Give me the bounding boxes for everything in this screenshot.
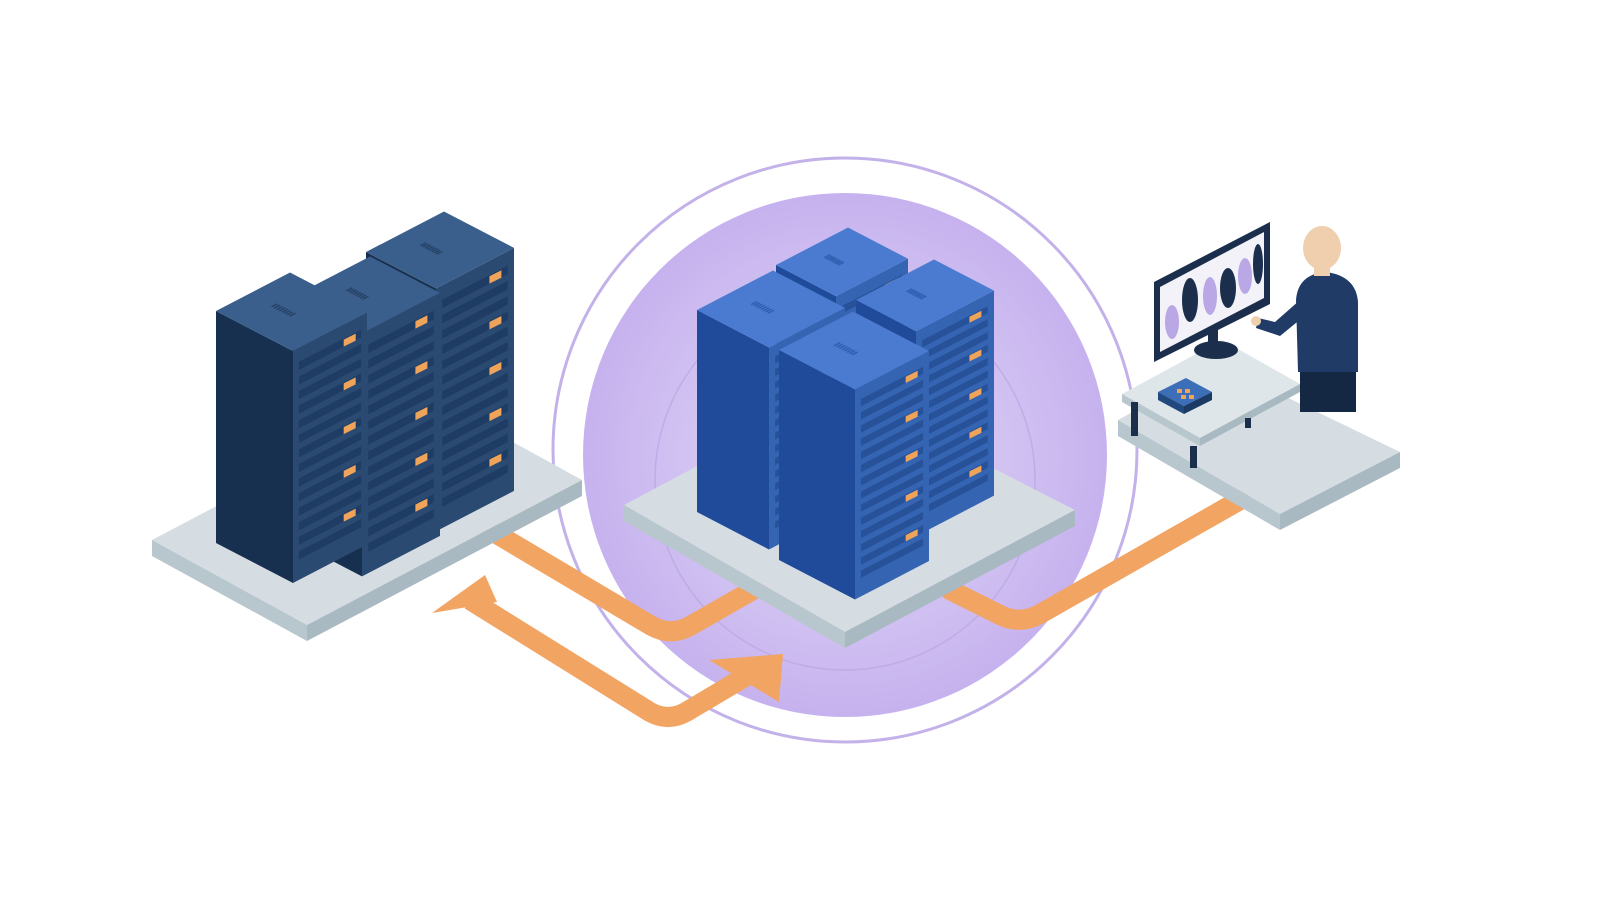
led-indicator: [489, 316, 502, 330]
halo-outer-ring: [551, 156, 1139, 744]
data-flows: [432, 490, 1250, 727]
operator-workstation: [1122, 222, 1358, 468]
led-indicator: [489, 270, 502, 284]
led-indicator: [415, 361, 428, 375]
led-indicator: [489, 453, 502, 467]
led-indicator: [343, 377, 356, 391]
forward-flow-arrowhead: [709, 654, 783, 702]
led-indicator: [905, 489, 918, 502]
led-indicator: [343, 421, 356, 435]
led-indicator: [343, 464, 356, 478]
server-rack-icon: [779, 311, 929, 600]
user-link-flow: [940, 490, 1250, 630]
person-icon: [1251, 226, 1358, 412]
return-flow-upper: [480, 520, 770, 642]
led-indicator: [905, 529, 918, 542]
led-indicator: [969, 388, 982, 401]
led-indicator: [969, 349, 982, 362]
led-indicator: [415, 452, 428, 467]
led-indicator: [489, 361, 502, 376]
led-indicator: [905, 449, 918, 463]
server-rack-icon: [216, 272, 367, 584]
led-indicator: [905, 410, 918, 423]
desk-leg: [1190, 446, 1197, 468]
server-racks: [216, 211, 994, 600]
monitor-chart: [1165, 244, 1263, 339]
desk-leg: [1245, 418, 1251, 428]
led-indicator: [343, 333, 356, 347]
return-flow-arrowhead: [432, 575, 497, 613]
forward-flow: [464, 591, 766, 727]
led-indicator: [415, 315, 428, 329]
led-indicator: [969, 426, 982, 439]
led-indicator: [489, 407, 502, 422]
monitor-icon: [1154, 222, 1270, 362]
led-indicator: [343, 508, 356, 522]
led-indicator: [415, 406, 428, 421]
led-indicator: [969, 310, 982, 323]
led-indicator: [415, 498, 428, 512]
desk-leg: [1131, 402, 1138, 436]
device-icon: [1158, 378, 1212, 414]
led-indicator: [969, 465, 982, 478]
led-indicator: [905, 370, 918, 384]
desk: [1122, 340, 1300, 468]
